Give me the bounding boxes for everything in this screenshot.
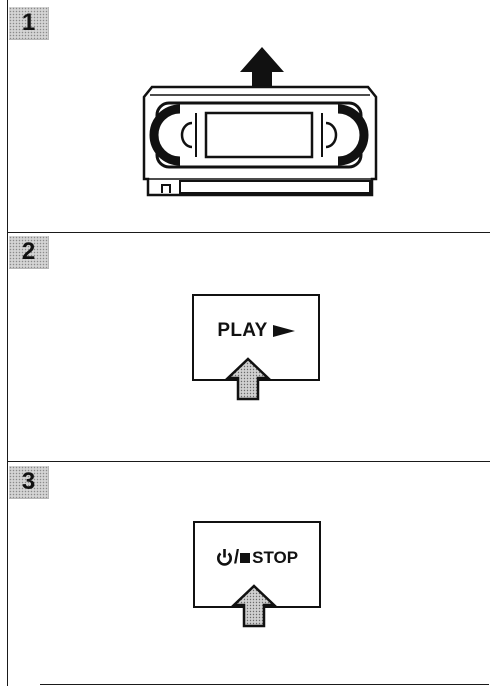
cassette-icon (140, 83, 380, 201)
divider-1 (7, 232, 490, 233)
bottom-edge (40, 684, 489, 685)
step-2-badge: 2 (9, 236, 49, 269)
press-arrow-icon (225, 356, 271, 402)
stop-button-label: STOP (252, 548, 298, 568)
play-button-label: PLAY (217, 320, 267, 342)
power-icon (216, 548, 233, 567)
slash-separator: / (234, 547, 239, 569)
step-1-badge: 1 (9, 7, 49, 40)
step-1-number: 1 (22, 9, 35, 37)
step-2-number: 2 (22, 238, 35, 266)
step-3-number: 3 (22, 468, 35, 496)
stop-square-icon (240, 553, 250, 563)
divider-2 (7, 461, 490, 462)
step-3-badge: 3 (9, 466, 49, 499)
play-triangle-icon (273, 324, 295, 338)
press-arrow-icon (231, 583, 277, 629)
